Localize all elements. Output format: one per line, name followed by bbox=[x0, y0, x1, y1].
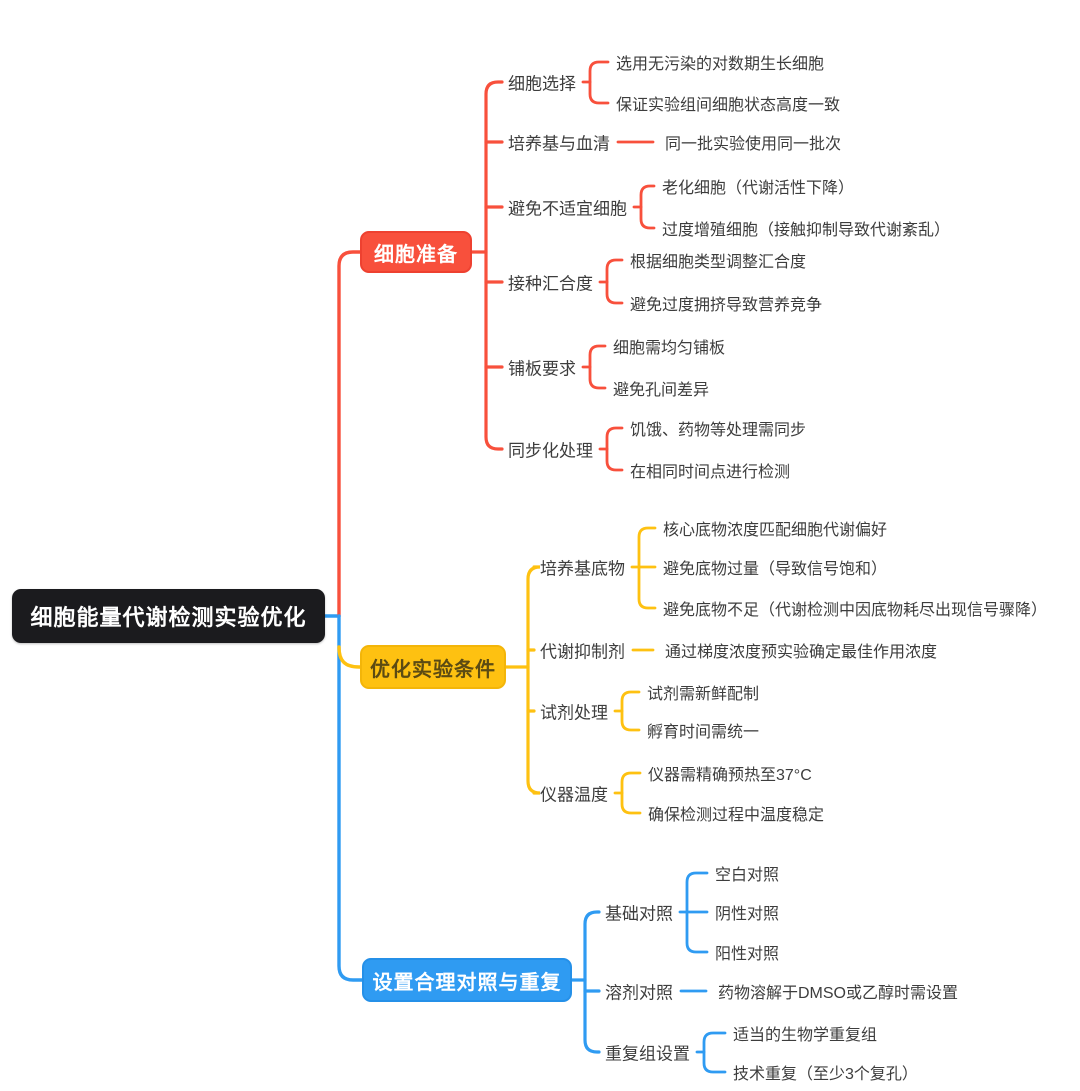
branch-2-child-1[interactable]: 溶剂对照 bbox=[605, 983, 673, 1003]
branch-0-child-4[interactable]: 铺板要求 bbox=[508, 359, 576, 379]
branch-2-child-1-leaf-0[interactable]: 药物溶解于DMSO或乙醇时需设置 bbox=[718, 985, 959, 1002]
branch-2-child-0[interactable]: 基础对照 bbox=[605, 904, 673, 924]
branch-1-child-0[interactable]: 培养基底物 bbox=[540, 559, 625, 579]
branch-2-child-2-leaf-1[interactable]: 技术重复（至少3个复孔） bbox=[733, 1066, 918, 1083]
branch-0-child-0-leaf-0[interactable]: 选用无污染的对数期生长细胞 bbox=[616, 56, 825, 73]
connector bbox=[583, 910, 601, 1054]
branch-1-child-3[interactable]: 仪器温度 bbox=[540, 785, 608, 805]
connector bbox=[620, 771, 642, 815]
branch-1-child-2-leaf-0[interactable]: 试剂需新鲜配制 bbox=[647, 686, 760, 703]
branch-0-child-3-leaf-0[interactable]: 根据细胞类型调整汇合度 bbox=[630, 254, 807, 271]
branch-1-child-2[interactable]: 试剂处理 bbox=[540, 703, 608, 723]
branch-1-child-3-leaf-0[interactable]: 仪器需精确预热至37°C bbox=[648, 767, 812, 784]
branch-0-child-1[interactable]: 培养基与血清 bbox=[508, 134, 610, 154]
connector bbox=[605, 258, 624, 305]
branch-1-child-1-leaf-0[interactable]: 通过梯度浓度预实验确定最佳作用浓度 bbox=[665, 644, 938, 661]
branch-2-child-2[interactable]: 重复组设置 bbox=[605, 1044, 690, 1064]
branch-node-0[interactable]: 细胞准备 bbox=[360, 231, 472, 273]
branch-0-child-0[interactable]: 细胞选择 bbox=[508, 74, 576, 94]
branch-1-child-0-leaf-1[interactable]: 避免底物过量（导致信号饱和） bbox=[663, 561, 888, 578]
connector bbox=[605, 426, 624, 472]
branch-0-child-2[interactable]: 避免不适宜细胞 bbox=[508, 199, 627, 219]
root-node[interactable]: 细胞能量代谢检测实验优化 bbox=[12, 589, 325, 643]
connector bbox=[588, 60, 610, 105]
branch-node-1[interactable]: 优化实验条件 bbox=[360, 645, 506, 689]
branch-0-child-2-leaf-0[interactable]: 老化细胞（代谢活性下降） bbox=[662, 180, 855, 197]
connector bbox=[526, 565, 541, 795]
branch-0-child-5-leaf-0[interactable]: 饥饿、药物等处理需同步 bbox=[630, 422, 807, 439]
connector bbox=[620, 690, 641, 732]
branch-2-child-2-leaf-0[interactable]: 适当的生物学重复组 bbox=[733, 1027, 878, 1044]
branch-0-child-5[interactable]: 同步化处理 bbox=[508, 441, 593, 461]
branch-0-child-5-leaf-1[interactable]: 在相同时间点进行检测 bbox=[630, 464, 791, 481]
branch-0-child-2-leaf-1[interactable]: 过度增殖细胞（接触抑制导致代谢紊乱） bbox=[662, 222, 951, 239]
branch-0-child-4-leaf-0[interactable]: 细胞需均匀铺板 bbox=[613, 340, 726, 357]
connector bbox=[337, 614, 364, 982]
branch-1-child-2-leaf-1[interactable]: 孵育时间需统一 bbox=[647, 724, 760, 741]
branch-0-child-1-leaf-0[interactable]: 同一批实验使用同一批次 bbox=[665, 136, 842, 153]
branch-0-child-4-leaf-1[interactable]: 避免孔间差异 bbox=[613, 382, 710, 399]
branch-1-child-1[interactable]: 代谢抑制剂 bbox=[540, 642, 625, 662]
branch-2-child-0-leaf-2[interactable]: 阳性对照 bbox=[715, 946, 780, 963]
branch-0-child-3[interactable]: 接种汇合度 bbox=[508, 274, 593, 294]
connector bbox=[484, 80, 504, 451]
branch-2-child-0-leaf-0[interactable]: 空白对照 bbox=[715, 867, 780, 884]
connector bbox=[337, 645, 362, 669]
branch-2-child-0-leaf-1[interactable]: 阴性对照 bbox=[715, 906, 780, 923]
connector bbox=[702, 1031, 727, 1074]
branch-1-child-0-leaf-2[interactable]: 避免底物不足（代谢检测中因底物耗尽出现信号骤降） bbox=[663, 602, 1048, 619]
branch-0-child-3-leaf-1[interactable]: 避免过度拥挤导致营养竞争 bbox=[630, 297, 823, 314]
branch-0-child-0-leaf-1[interactable]: 保证实验组间细胞状态高度一致 bbox=[616, 97, 841, 114]
connector bbox=[639, 184, 656, 230]
connector bbox=[337, 250, 362, 618]
connector bbox=[588, 344, 607, 390]
branch-1-child-3-leaf-1[interactable]: 确保检测过程中温度稳定 bbox=[648, 807, 825, 824]
branch-node-2[interactable]: 设置合理对照与重复 bbox=[362, 958, 572, 1002]
branch-1-child-0-leaf-0[interactable]: 核心底物浓度匹配细胞代谢偏好 bbox=[663, 522, 888, 539]
